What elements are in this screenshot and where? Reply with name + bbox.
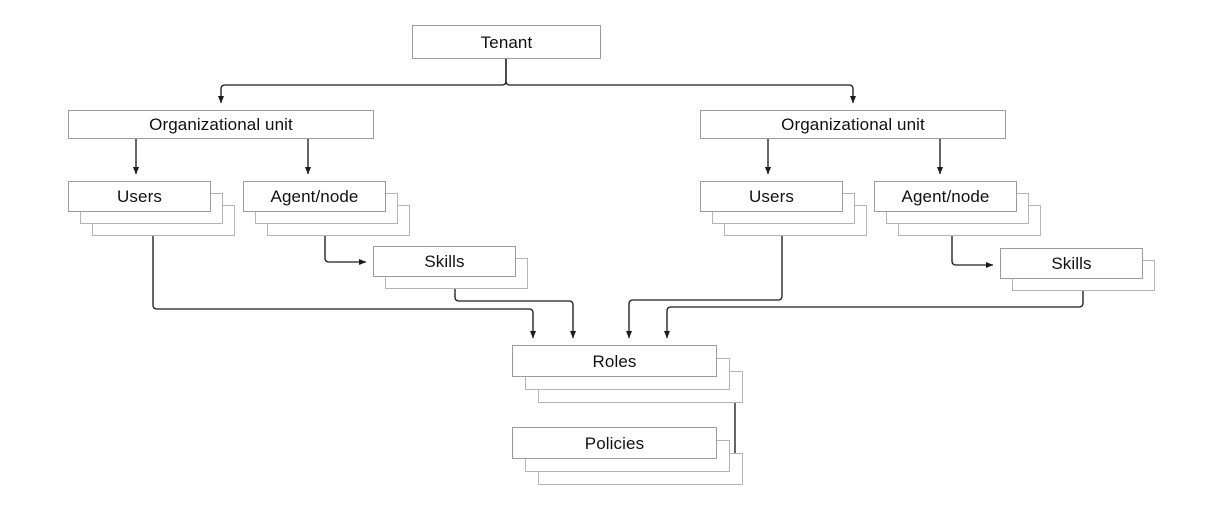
node-policies[interactable]: Policies (512, 427, 743, 485)
node-agent-right-box[interactable]: Agent/node (874, 181, 1017, 212)
node-users-right-box[interactable]: Users (700, 181, 843, 212)
node-skills-left-label: Skills (424, 252, 465, 271)
node-agent-left[interactable]: Agent/node (243, 181, 410, 236)
node-ou-left-box[interactable]: Organizational unit (68, 110, 374, 139)
edge-skillsleft-roles (454, 289, 577, 339)
node-agent-right-label: Agent/node (901, 187, 990, 206)
node-skills-right-label: Skills (1051, 254, 1092, 273)
node-skills-left-box[interactable]: Skills (373, 246, 516, 277)
node-skills-right[interactable]: Skills (1000, 248, 1155, 291)
node-users-left[interactable]: Users (68, 181, 235, 236)
node-roles[interactable]: Roles (512, 345, 743, 403)
node-policies-label: Policies (584, 433, 645, 453)
node-users-left-box[interactable]: Users (68, 181, 211, 212)
node-users-right-label: Users (749, 187, 794, 206)
node-users-left-label: Users (117, 187, 162, 206)
node-policies-box[interactable]: Policies (512, 427, 717, 459)
node-tenant-box[interactable]: Tenant (412, 25, 601, 59)
edge-tenant-ou-right (505, 59, 857, 104)
node-skills-right-box[interactable]: Skills (1000, 248, 1143, 279)
node-agent-left-box[interactable]: Agent/node (243, 181, 386, 212)
node-ou-right-box[interactable]: Organizational unit (700, 110, 1006, 139)
node-ou-left-label: Organizational unit (149, 115, 293, 134)
node-skills-left[interactable]: Skills (373, 246, 528, 289)
edge-usersright-roles (625, 224, 783, 339)
node-roles-box[interactable]: Roles (512, 345, 717, 377)
node-agent-left-label: Agent/node (270, 187, 359, 206)
edge-tenant-ou-left (217, 59, 507, 104)
node-ou-right-label: Organizational unit (781, 115, 925, 134)
node-users-right[interactable]: Users (700, 181, 867, 236)
node-ou-right[interactable]: Organizational unit (700, 110, 1006, 139)
node-tenant-label: Tenant (480, 32, 533, 52)
node-roles-label: Roles (592, 351, 637, 371)
node-agent-right[interactable]: Agent/node (874, 181, 1041, 236)
edge-skillsright-roles (663, 291, 1084, 339)
node-ou-left[interactable]: Organizational unit (68, 110, 374, 139)
node-tenant[interactable]: Tenant (412, 25, 601, 59)
